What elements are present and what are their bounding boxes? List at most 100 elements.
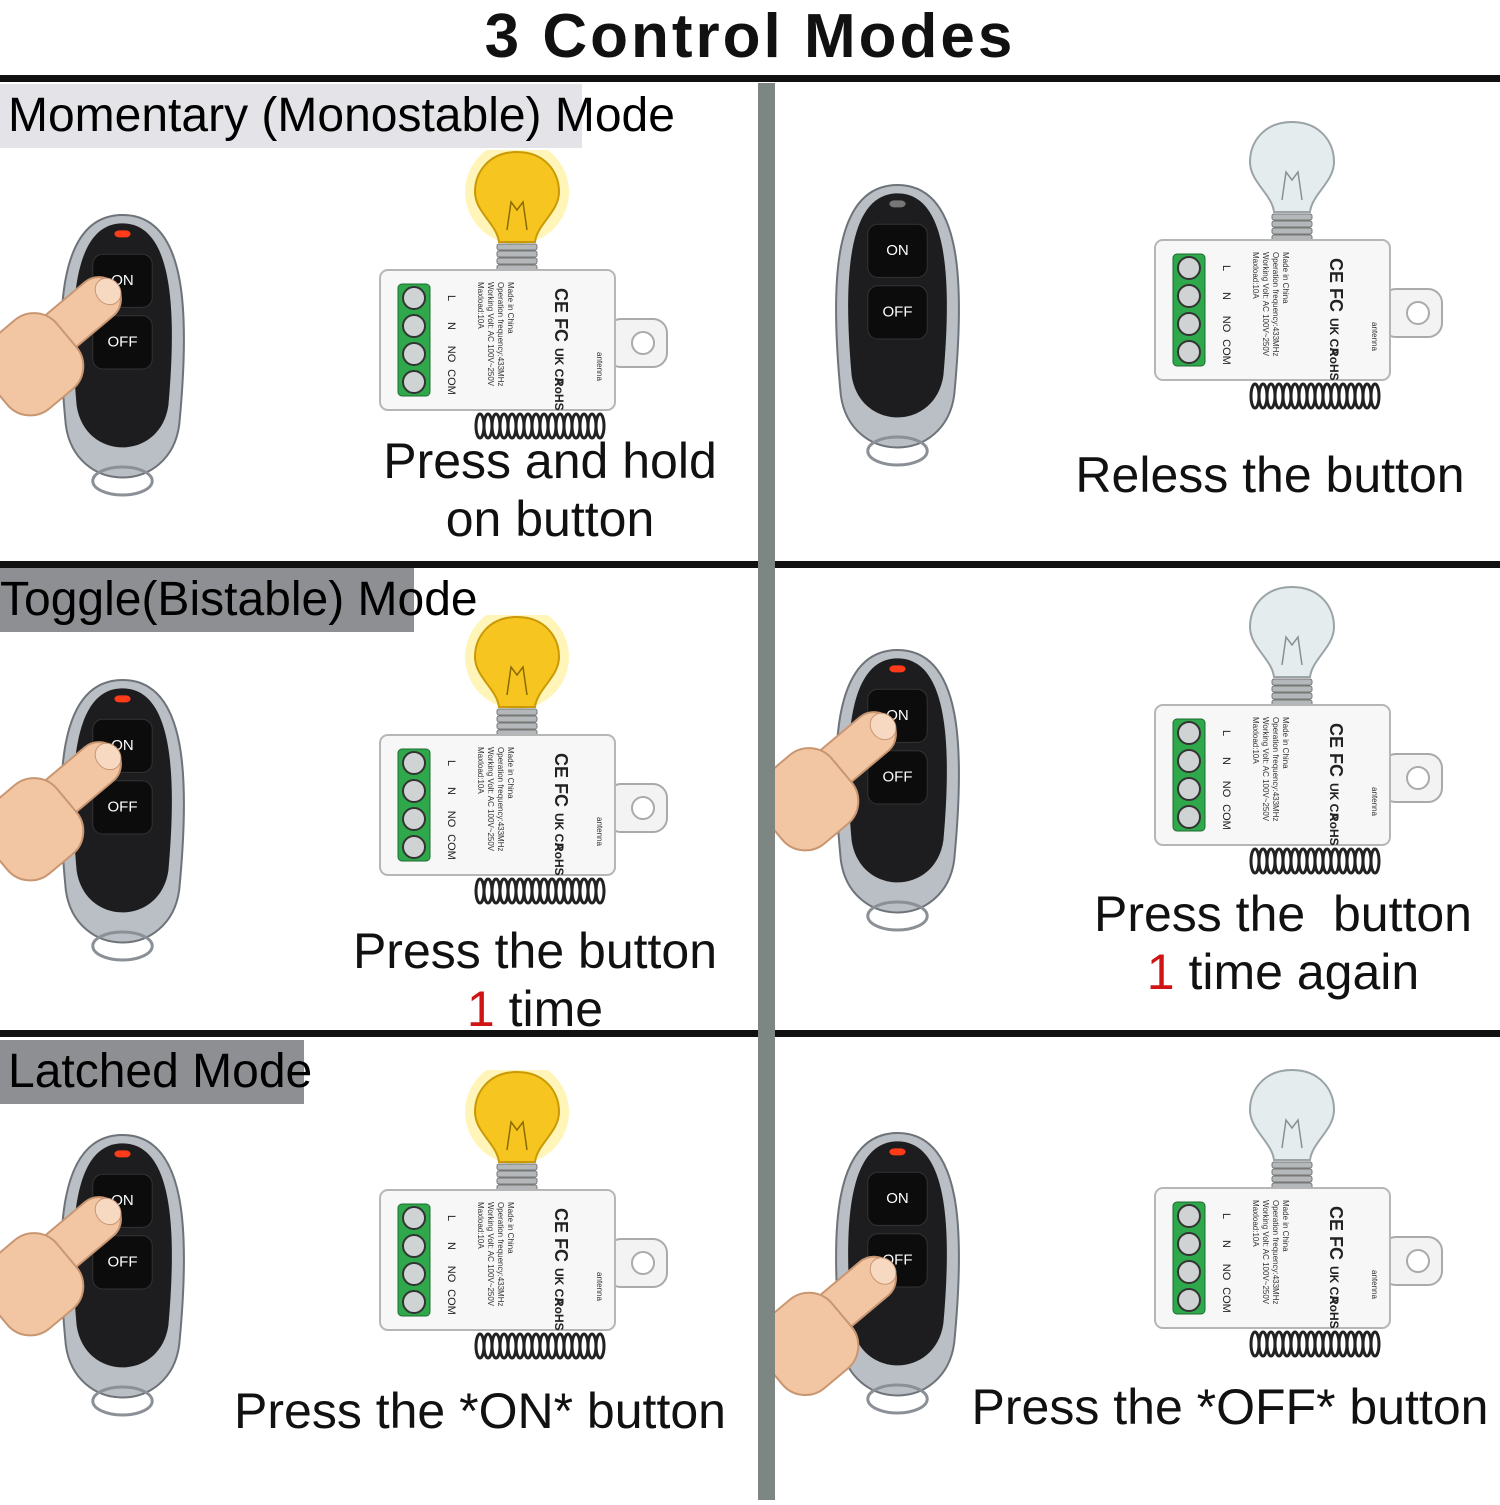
led-indicator-icon bbox=[114, 230, 131, 238]
keyring-icon bbox=[91, 930, 154, 962]
terminal-screw-icon bbox=[402, 314, 426, 338]
antenna-label: antenna bbox=[595, 1272, 604, 1301]
terminal-screw-icon bbox=[1177, 1204, 1201, 1228]
spec-text: Made in China bbox=[506, 747, 515, 799]
terminal-label: L bbox=[445, 1215, 457, 1221]
divider-top bbox=[0, 75, 1500, 82]
divider-vertical bbox=[758, 83, 775, 1500]
hand-pointer-icon bbox=[0, 276, 122, 417]
module-body bbox=[1154, 239, 1391, 381]
page-title: 3 Control Modes bbox=[484, 2, 1016, 71]
led-indicator-icon bbox=[889, 665, 906, 673]
led-indicator-icon bbox=[114, 1150, 131, 1158]
terminal-label: COM bbox=[445, 369, 457, 395]
terminal-label: N bbox=[1220, 292, 1232, 300]
terminal-screw-icon bbox=[402, 835, 426, 859]
lit-bulb-icon bbox=[465, 1060, 569, 1198]
spec-text: Working Volt: AC 100V~250V bbox=[1261, 1200, 1270, 1305]
terminal-label: NO bbox=[445, 346, 457, 363]
antenna-label: antenna bbox=[1370, 787, 1379, 816]
terminal-block bbox=[397, 748, 431, 862]
cert-mark: CE bbox=[551, 753, 571, 778]
terminal-label: L bbox=[445, 760, 457, 766]
unlit-bulb-icon bbox=[1248, 1068, 1336, 1196]
coiled-antenna bbox=[474, 412, 606, 440]
mode-label-toggle: Toggle(Bistable) Mode bbox=[0, 568, 478, 632]
cert-mark: FC bbox=[551, 1238, 571, 1262]
coiled-antenna bbox=[1249, 382, 1381, 410]
spec-text: Made in China bbox=[1281, 717, 1290, 769]
cert-mark: FC bbox=[551, 318, 571, 342]
terminal-block bbox=[1172, 253, 1206, 367]
cert-mark: FC bbox=[1326, 288, 1346, 312]
terminal-label: COM bbox=[445, 834, 457, 860]
cert-mark: UK CA bbox=[552, 1268, 566, 1306]
caption-toggle-press: Press the button 1 time bbox=[352, 923, 718, 1037]
spec-text: Maxload:10A bbox=[1251, 717, 1260, 764]
caption-momentary-release: Reless the button bbox=[1075, 447, 1465, 503]
cert-mark: RoHS bbox=[1327, 348, 1341, 381]
cert-mark: FC bbox=[1326, 1236, 1346, 1260]
spec-text: Operation frequency:433MHz bbox=[496, 747, 505, 852]
terminal-label: NO bbox=[1220, 781, 1232, 798]
off-button-label: OFF bbox=[108, 1254, 138, 1271]
cert-mark: CE bbox=[551, 288, 571, 313]
on-button bbox=[867, 223, 928, 278]
terminal-screw-icon bbox=[1177, 1288, 1201, 1312]
off-button-label: OFF bbox=[883, 769, 913, 786]
caption-latched-off: Press the *OFF* button bbox=[971, 1379, 1489, 1435]
terminal-label: N bbox=[1220, 757, 1232, 765]
off-button bbox=[92, 780, 153, 835]
cert-mark: RoHS bbox=[1327, 1296, 1341, 1329]
terminal-screw-icon bbox=[402, 807, 426, 831]
terminal-block bbox=[397, 1203, 431, 1317]
cert-mark: CE bbox=[1326, 258, 1346, 283]
terminal-block bbox=[1172, 1201, 1206, 1315]
terminal-screw-icon bbox=[402, 342, 426, 366]
terminal-label: L bbox=[445, 295, 457, 301]
spec-text: Maxload:10A bbox=[476, 1202, 485, 1249]
spec-text: Working Volt: AC 100V~250V bbox=[1261, 717, 1270, 822]
terminal-label: L bbox=[1220, 1213, 1232, 1219]
mode-label-momentary: Momentary (Monostable) Mode bbox=[0, 84, 675, 148]
cert-mark: RoHS bbox=[552, 1298, 566, 1331]
terminal-label: NO bbox=[1220, 316, 1232, 333]
terminal-block bbox=[397, 283, 431, 397]
terminal-label: NO bbox=[445, 811, 457, 828]
antenna-label: antenna bbox=[595, 817, 604, 846]
cert-mark: UK CA bbox=[552, 348, 566, 386]
terminal-screw-icon bbox=[1177, 312, 1201, 336]
spec-text: Maxload:10A bbox=[1251, 252, 1260, 299]
antenna-label: antenna bbox=[595, 352, 604, 381]
cert-mark: RoHS bbox=[552, 843, 566, 876]
divider-row-1-right bbox=[775, 561, 1500, 568]
terminal-screw-icon bbox=[1177, 777, 1201, 801]
spec-text: Operation frequency:433MHz bbox=[1271, 717, 1280, 822]
coiled-antenna bbox=[1249, 847, 1381, 875]
hand-pointer-icon bbox=[755, 711, 897, 852]
off-button-label: OFF bbox=[108, 799, 138, 816]
led-indicator-icon bbox=[889, 1148, 906, 1156]
module-body bbox=[1154, 704, 1391, 846]
on-button-label: ON bbox=[886, 1190, 909, 1207]
keyring-icon bbox=[866, 900, 929, 932]
antenna-label: antenna bbox=[1370, 322, 1379, 351]
cert-mark: CE bbox=[1326, 723, 1346, 748]
cert-mark: RoHS bbox=[552, 378, 566, 411]
terminal-label: L bbox=[1220, 265, 1232, 271]
cert-mark: UK CA bbox=[1327, 318, 1341, 356]
terminal-screw-icon bbox=[402, 1262, 426, 1286]
cert-mark: UK CA bbox=[552, 813, 566, 851]
on-button bbox=[867, 1171, 928, 1226]
coiled-antenna bbox=[474, 877, 606, 905]
terminal-screw-icon bbox=[1177, 256, 1201, 280]
off-button bbox=[867, 750, 928, 805]
antenna-label: antenna bbox=[1370, 1270, 1379, 1299]
